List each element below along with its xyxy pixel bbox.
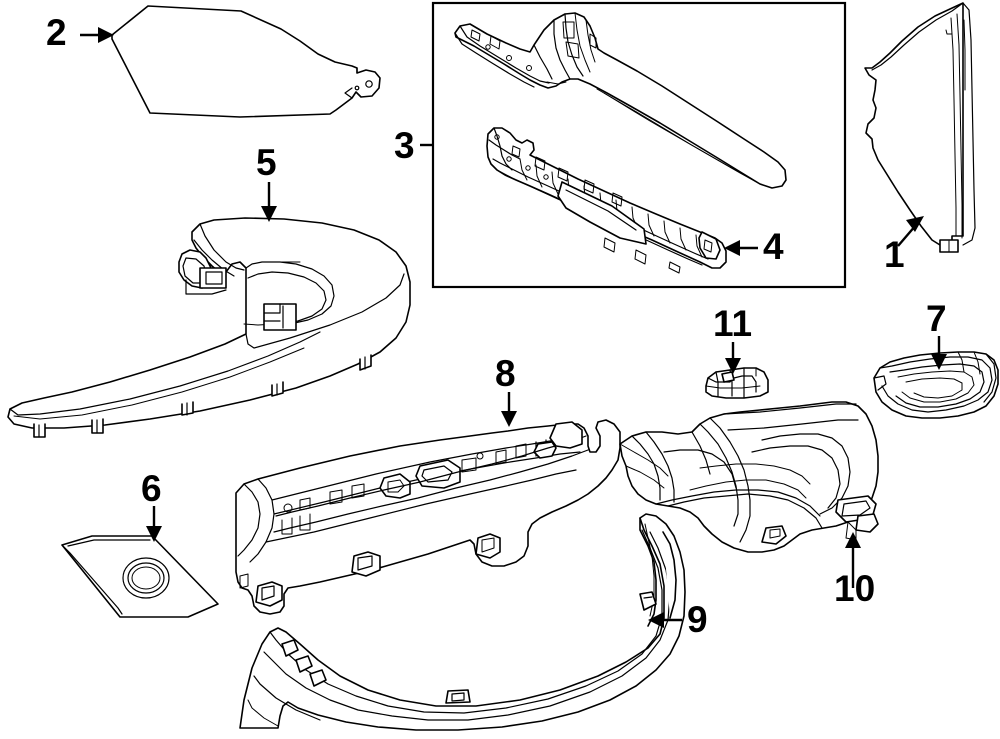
callout-label-11[interactable]: 11 [713, 303, 753, 344]
callout-label-1[interactable]: 1 [884, 234, 905, 275]
part-7-air-outlet-vent-grille[interactable] [873, 351, 999, 419]
callout-label-4[interactable]: 4 [763, 226, 784, 267]
callout-label-2[interactable]: 2 [46, 12, 67, 53]
callout-label-8[interactable]: 8 [495, 353, 516, 394]
callout-label-5[interactable]: 5 [256, 142, 277, 183]
part-5-center-instrument-panel-cover[interactable] [7, 217, 411, 438]
callout-label-3[interactable]: 3 [394, 125, 415, 166]
part-11-small-retainer-clip-bracket[interactable] [705, 367, 769, 399]
callout-leaders [80, 27, 947, 628]
part-8-glove-box-housing-frame[interactable] [235, 419, 621, 615]
part-3-instrument-panel-assembly[interactable] [454, 12, 787, 189]
part-9-lower-instrument-panel-molding[interactable] [239, 513, 686, 731]
part-4-instrument-panel-reinforcement-brace[interactable] [486, 127, 727, 274]
callout-label-7[interactable]: 7 [926, 298, 947, 339]
part-10-lower-glove-box-panel[interactable] [619, 401, 879, 553]
part-6-knob-bezel-trim-plate[interactable] [61, 535, 219, 618]
callout-label-10[interactable]: 10 [834, 568, 876, 609]
part-1-right-side-pillar-panel[interactable] [864, 2, 976, 253]
part-2-upper-instrument-panel-trim-strip[interactable] [111, 5, 381, 118]
callout-label-6[interactable]: 6 [141, 468, 162, 509]
callout-label-9[interactable]: 9 [687, 599, 708, 640]
